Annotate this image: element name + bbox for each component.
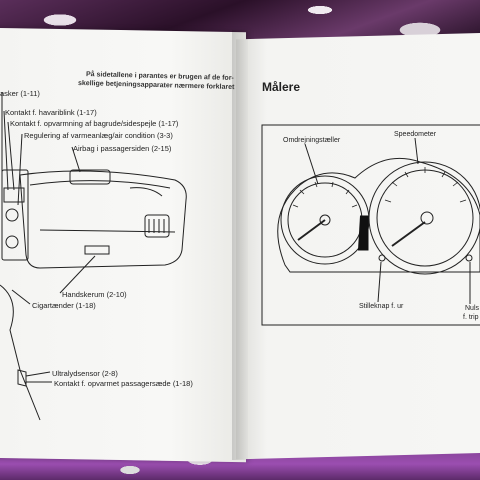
label-climate-control: Regulering af varmeanlæg/air condition (… (24, 131, 173, 140)
label-ultrasonic-sensor: Ultralydsensor (2-8) (52, 369, 118, 378)
label-asker: asker (1-11) (0, 89, 40, 98)
speedometer-dial (368, 161, 480, 275)
label-hazard-switch: Kontakt f. havariblink (1-17) (5, 108, 97, 117)
label-clock-button: Stilleknap f. ur (359, 303, 404, 310)
label-rear-defrost: Kontakt f. opvarmning af bagrude/sidespe… (10, 119, 179, 128)
book-gutter (232, 30, 248, 460)
label-cigar-lighter: Cigartænder (1-18) (32, 301, 96, 310)
label-glovebox: Handskerum (2-10) (62, 290, 127, 299)
label-trip-reset-2: f. trip (463, 314, 479, 321)
label-passenger-airbag: Airbag i passagersiden (2-15) (73, 144, 172, 153)
label-trip-reset-1: Nuls (465, 305, 480, 312)
label-heated-seat-switch: Kontakt f. opvarmet passagersæde (1-18) (54, 379, 193, 388)
label-speedometer: Speedometer (394, 131, 437, 138)
page-title: Målere (262, 80, 301, 94)
dashboard-drawing (0, 92, 187, 421)
tach-redzone (358, 215, 369, 251)
label-tachometer: Omdrejningstæller (283, 137, 341, 144)
gauge-cluster-drawing (261, 124, 480, 326)
